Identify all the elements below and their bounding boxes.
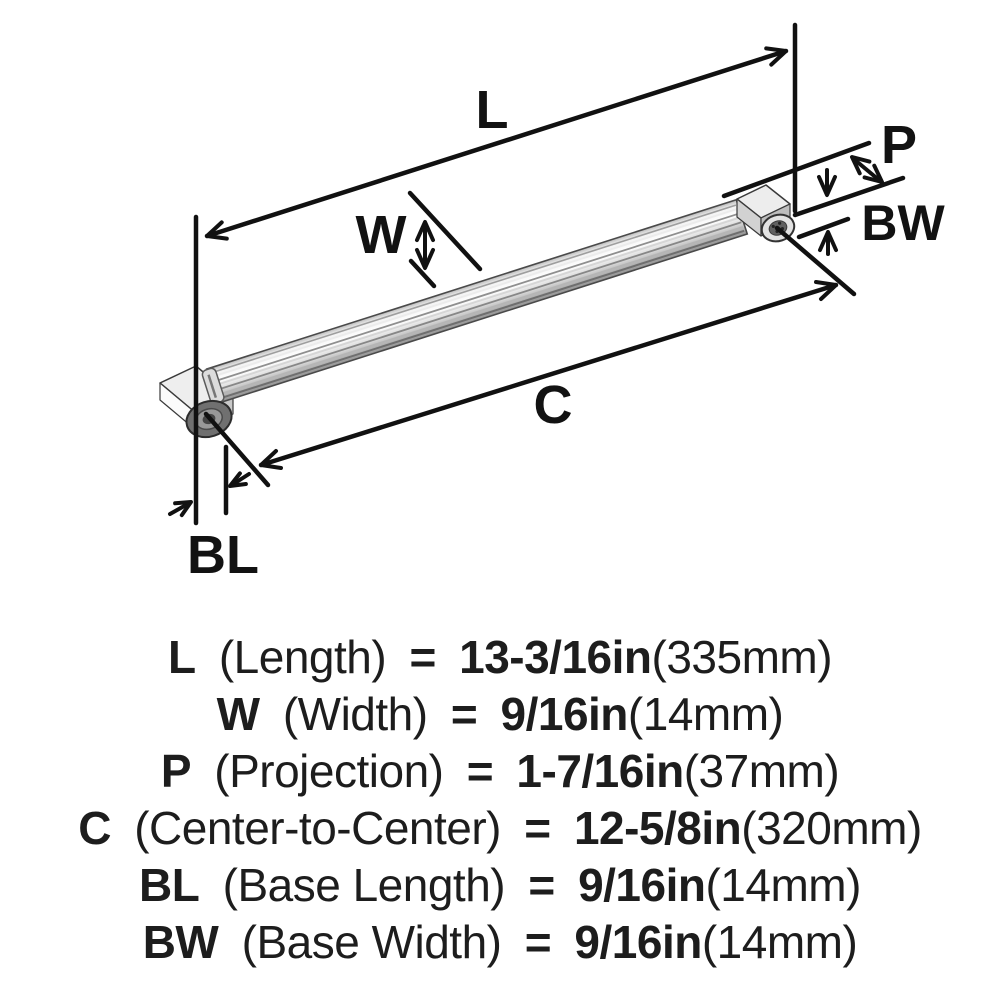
w-label: W [356, 205, 407, 265]
l-label: L [476, 80, 509, 140]
spec-value-mm: (14mm) [627, 688, 784, 740]
arrowhead-right-icon [814, 280, 838, 301]
spec-row-center-to-center: C (Center-to-Center) = 12-5/8in(320mm) [0, 800, 1000, 857]
arrowhead-left-icon [228, 471, 248, 488]
arrowhead-downright-icon [862, 163, 884, 184]
arrowhead-up-icon [818, 230, 838, 252]
bar-end-cap [201, 367, 225, 405]
spec-value-inches: 9/16in [578, 859, 706, 911]
p-dimension: P [721, 115, 917, 218]
dimension-spec-list: L (Length) = 13-3/16in(335mm) W (Width) … [0, 629, 1000, 971]
spec-name: (Base Length) [222, 859, 506, 911]
spec-row-base-length: BL (Base Length) = 9/16in(14mm) [0, 857, 1000, 914]
spec-name: (Center-to-Center) [134, 802, 501, 854]
spec-value-inches: 13-3/16in [459, 631, 652, 683]
w-dimension: W [356, 190, 483, 289]
equals-sign: = [524, 916, 552, 968]
spec-row-width: W (Width) = 9/16in(14mm) [0, 686, 1000, 743]
spec-code: W [216, 688, 260, 740]
arrowhead-down-icon [415, 248, 435, 270]
spec-value-mm: (320mm) [741, 802, 922, 854]
arrowhead-left-icon [205, 220, 229, 241]
bw-dimension: BW [796, 168, 945, 256]
spec-value-mm: (335mm) [651, 631, 833, 683]
spec-value-inches: 9/16in [574, 916, 702, 968]
spec-value-mm: (37mm) [683, 745, 840, 797]
equals-sign: = [466, 745, 494, 797]
spec-name: (Width) [282, 688, 428, 740]
c-label: C [534, 375, 573, 435]
arrowhead-left-icon [259, 449, 283, 470]
arrowhead-up-icon [415, 220, 435, 242]
spec-value-inches: 12-5/8in [573, 802, 742, 854]
spec-row-length: L (Length) = 13-3/16in(335mm) [0, 629, 1000, 686]
equals-sign: = [528, 859, 555, 911]
spec-code: P [160, 745, 192, 797]
handle-bar [201, 198, 749, 405]
equals-sign: = [524, 802, 551, 854]
spec-code: L [167, 631, 196, 683]
arrowhead-right-icon [173, 500, 193, 518]
spec-value-inches: 1-7/16in [516, 745, 684, 797]
bw-label: BW [861, 195, 945, 251]
c-dimension: C [203, 225, 857, 488]
arrowhead-upleft-icon [850, 155, 872, 176]
equals-sign: = [409, 631, 436, 683]
arrowhead-down-icon [817, 175, 837, 197]
spec-name: (Projection) [214, 745, 444, 797]
p-label: P [881, 115, 917, 175]
bl-label: BL [187, 525, 259, 585]
spec-value-inches: 9/16in [500, 688, 629, 740]
spec-code: BW [142, 916, 219, 968]
l-dimension: L [204, 46, 789, 241]
spec-row-base-width: BW (Base Width) = 9/16in(14mm) [0, 914, 1000, 971]
spec-name: (Length) [218, 631, 387, 683]
spec-row-projection: P (Projection) = 1-7/16in(37mm) [0, 743, 1000, 800]
arrowhead-right-icon [764, 46, 788, 67]
product-dimension-diagram: L W P BW [159, 22, 945, 585]
spec-code: C [78, 802, 111, 854]
bl-dimension: BL [168, 444, 259, 585]
spec-code: BL [139, 859, 200, 911]
spec-value-mm: (14mm) [705, 859, 861, 911]
equals-sign: = [450, 688, 478, 740]
spec-value-mm: (14mm) [701, 916, 858, 968]
spec-name: (Base Width) [241, 916, 502, 968]
